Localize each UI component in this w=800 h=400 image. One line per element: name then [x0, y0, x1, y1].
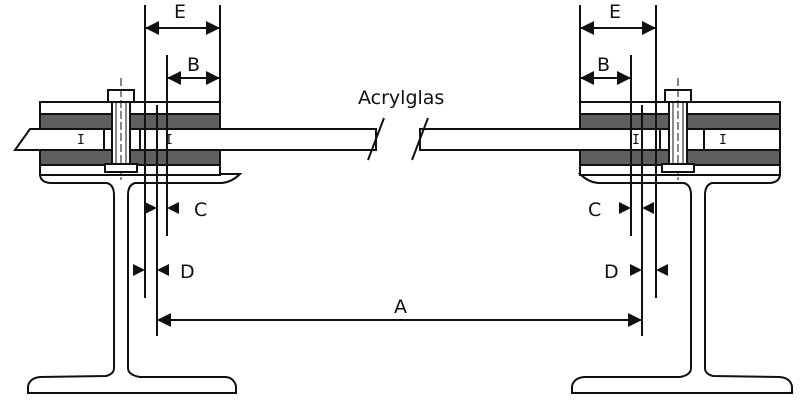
left-label-b: B — [187, 54, 200, 76]
right-edge-glass — [703, 128, 781, 151]
right-label-b: B — [597, 54, 610, 76]
left-slot-mark-outer: I — [77, 133, 85, 148]
right-i-beam — [571, 173, 793, 394]
right-label-c: C — [588, 199, 601, 221]
left-label-e: E — [174, 1, 186, 23]
right-label-e: E — [609, 1, 621, 23]
left-acrylic-sheet — [139, 128, 377, 151]
left-edge-glass — [13, 128, 105, 151]
c-d-arrowheads — [133, 202, 668, 276]
left-i-beam — [27, 173, 243, 394]
acrylic-label: Acrylglas — [358, 87, 444, 109]
left-label-d: D — [180, 261, 195, 283]
dimension-lines — [144, 5, 657, 336]
right-slot-mark-outer: I — [719, 133, 727, 148]
right-acrylic-sheet — [419, 128, 661, 151]
left-slot-mark-inner: I — [165, 133, 173, 148]
right-slot-mark-inner: I — [632, 133, 640, 148]
right-assembly — [419, 78, 793, 394]
left-label-c: C — [194, 199, 207, 221]
label-a: A — [394, 296, 407, 318]
right-label-d: D — [604, 261, 619, 283]
sheet-break-marks — [367, 117, 429, 161]
left-assembly — [13, 78, 377, 394]
